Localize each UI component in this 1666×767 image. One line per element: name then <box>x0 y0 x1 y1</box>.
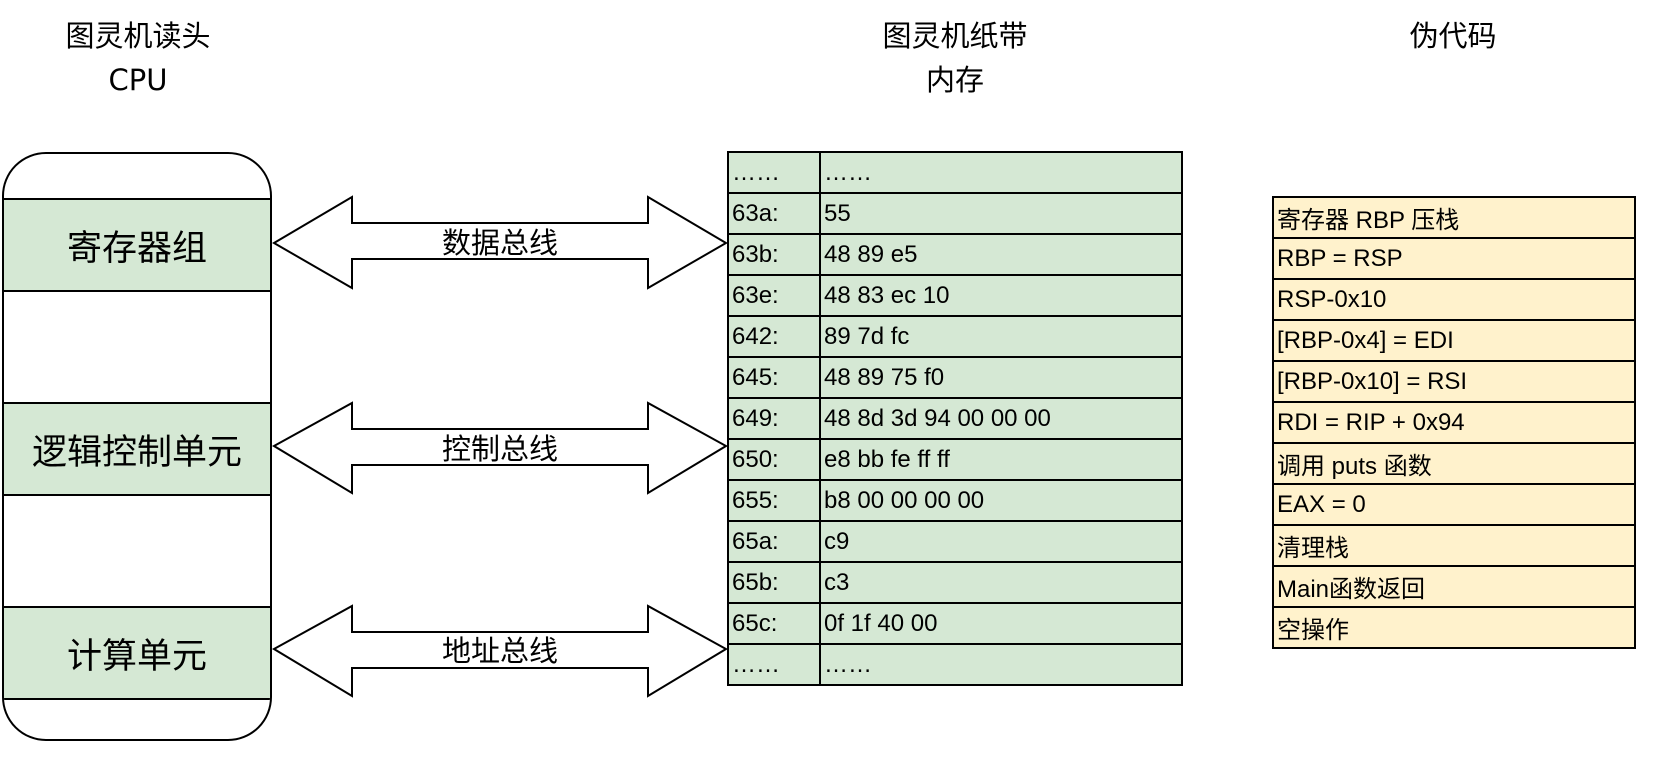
pseudo-code-row: [RBP-0x10] = RSI <box>1272 360 1636 403</box>
pseudo-code-line: RBP = RSP <box>1272 237 1636 280</box>
memory-row: 63e:48 83 ec 10 <box>727 274 1183 317</box>
memory-address: 65a: <box>727 520 821 563</box>
pseudo-code-line: 清理栈 <box>1272 524 1636 567</box>
address-bus-arrow <box>271 604 729 698</box>
memory-row: 65a:c9 <box>727 520 1183 563</box>
memory-bytes: 48 8d 3d 94 00 00 00 <box>819 397 1183 440</box>
pseudo-code-row: [RBP-0x4] = EDI <box>1272 319 1636 362</box>
memory-address: 65b: <box>727 561 821 604</box>
pseudo-title: 伪代码 <box>1353 14 1553 58</box>
pseudo-code-row: 寄存器 RBP 压栈 <box>1272 196 1636 239</box>
cpu-title-line2: CPU <box>108 63 168 97</box>
memory-bytes: …… <box>819 151 1183 194</box>
memory-bytes: 48 89 e5 <box>819 233 1183 276</box>
memory-bytes: …… <box>819 643 1183 686</box>
pseudo-code-line: EAX = 0 <box>1272 483 1636 526</box>
cpu-unit-control: 逻辑控制单元 <box>4 402 270 496</box>
pseudo-code-line: RDI = RIP + 0x94 <box>1272 401 1636 444</box>
pseudo-code-line: 寄存器 RBP 压栈 <box>1272 196 1636 239</box>
memory-row: ………… <box>727 151 1183 194</box>
cpu-title-line1: 图灵机读头 <box>65 19 211 53</box>
memory-row: 650:e8 bb fe ff ff <box>727 438 1183 481</box>
memory-row: ………… <box>727 643 1183 686</box>
pseudo-code-line: [RBP-0x10] = RSI <box>1272 360 1636 403</box>
memory-bytes: 89 7d fc <box>819 315 1183 358</box>
pseudo-code-row: 清理栈 <box>1272 524 1636 567</box>
memory-address: 655: <box>727 479 821 522</box>
pseudo-code-row: RDI = RIP + 0x94 <box>1272 401 1636 444</box>
pseudo-code-row: RSP-0x10 <box>1272 278 1636 321</box>
memory-row: 655:b8 00 00 00 00 <box>727 479 1183 522</box>
address-bus-label: 地址总线 <box>441 634 558 668</box>
memory-address: 63a: <box>727 192 821 235</box>
data-bus-label: 数据总线 <box>441 226 558 260</box>
cpu-title: 图灵机读头 CPU <box>38 14 238 102</box>
memory-row: 642:89 7d fc <box>727 315 1183 358</box>
memory-row: 645:48 89 75 f0 <box>727 356 1183 399</box>
memory-address: …… <box>727 151 821 194</box>
memory-row: 63b:48 89 e5 <box>727 233 1183 276</box>
pseudo-code-row: Main函数返回 <box>1272 565 1636 608</box>
memory-title-line1: 图灵机纸带 <box>882 19 1028 53</box>
pseudo-code-line: 调用 puts 函数 <box>1272 442 1636 485</box>
control-bus-arrow <box>271 401 729 495</box>
memory-bytes: c3 <box>819 561 1183 604</box>
memory-bytes: e8 bb fe ff ff <box>819 438 1183 481</box>
memory-address: 642: <box>727 315 821 358</box>
control-bus-label: 控制总线 <box>441 432 558 466</box>
pseudo-code-row: 空操作 <box>1272 606 1636 649</box>
memory-bytes: b8 00 00 00 00 <box>819 479 1183 522</box>
pseudo-code-row: RBP = RSP <box>1272 237 1636 280</box>
pseudo-code-line: Main函数返回 <box>1272 565 1636 608</box>
data-bus-arrow <box>272 195 728 290</box>
memory-address: …… <box>727 643 821 686</box>
memory-address: 63e: <box>727 274 821 317</box>
pseudo-code-row: 调用 puts 函数 <box>1272 442 1636 485</box>
memory-row: 65b:c3 <box>727 561 1183 604</box>
memory-bytes: 0f 1f 40 00 <box>819 602 1183 645</box>
pseudo-code-row: EAX = 0 <box>1272 483 1636 526</box>
memory-bytes: 48 89 75 f0 <box>819 356 1183 399</box>
memory-address: 650: <box>727 438 821 481</box>
pseudo-code-line: RSP-0x10 <box>1272 278 1636 321</box>
memory-row: 65c:0f 1f 40 00 <box>727 602 1183 645</box>
memory-row: 649:48 8d 3d 94 00 00 00 <box>727 397 1183 440</box>
memory-address: 645: <box>727 356 821 399</box>
memory-bytes: c9 <box>819 520 1183 563</box>
cpu-unit-alu: 计算单元 <box>4 606 270 700</box>
pseudo-code-line: 空操作 <box>1272 606 1636 649</box>
pseudo-title-line1: 伪代码 <box>1409 19 1497 53</box>
memory-address: 63b: <box>727 233 821 276</box>
memory-bytes: 48 83 ec 10 <box>819 274 1183 317</box>
cpu-block: 寄存器组 逻辑控制单元 计算单元 <box>2 152 272 741</box>
memory-address: 649: <box>727 397 821 440</box>
memory-bytes: 55 <box>819 192 1183 235</box>
cpu-unit-registers: 寄存器组 <box>4 198 270 292</box>
memory-title-line2: 内存 <box>925 63 984 97</box>
memory-title: 图灵机纸带 内存 <box>855 14 1055 102</box>
memory-row: 63a:55 <box>727 192 1183 235</box>
pseudo-code-line: [RBP-0x4] = EDI <box>1272 319 1636 362</box>
memory-address: 65c: <box>727 602 821 645</box>
